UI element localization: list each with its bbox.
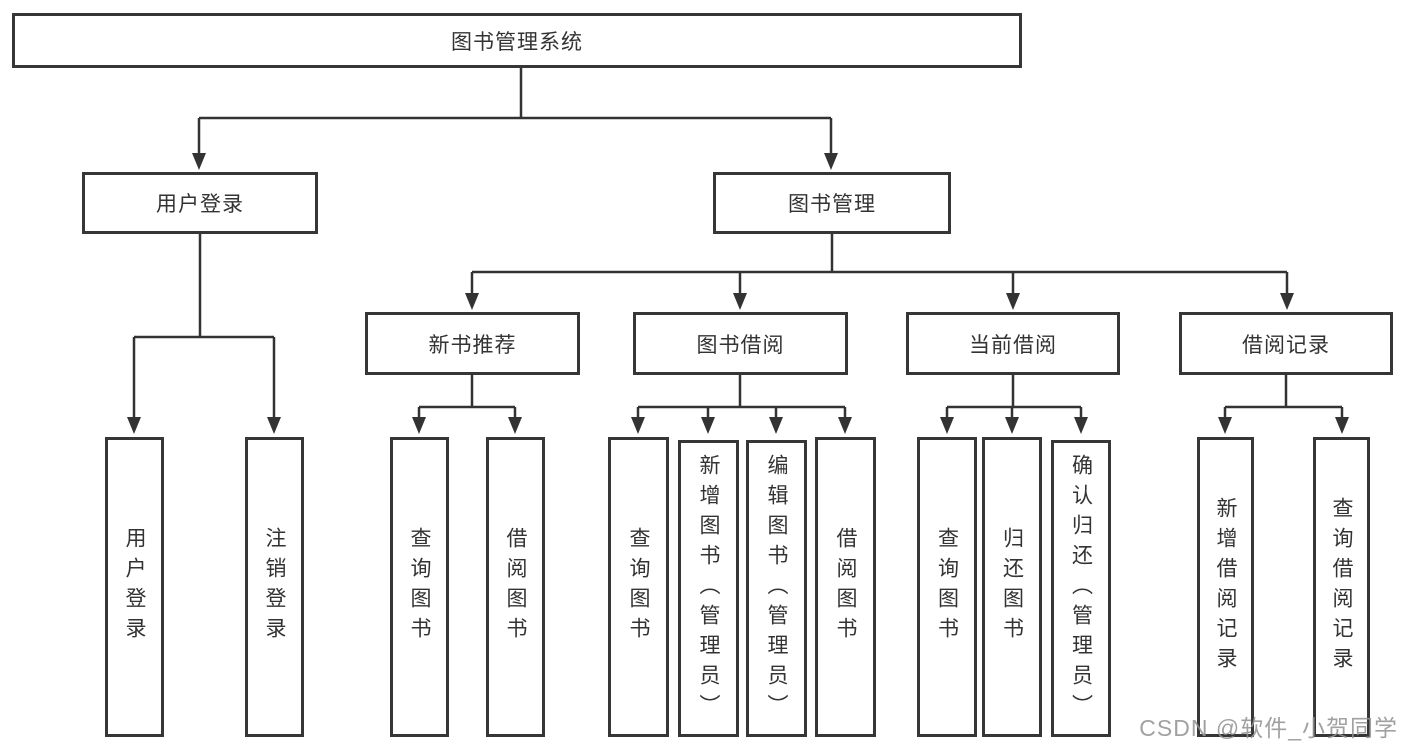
- node-query-books-current: 查询图书: [917, 437, 977, 737]
- node-query-books-borrow: 查询图书: [608, 437, 669, 737]
- node-add-borrow-record: 新增借阅记录: [1197, 437, 1254, 737]
- node-return-books: 归还图书: [982, 437, 1042, 737]
- node-logout-login: 注销登录: [245, 437, 304, 737]
- connector-book-borrow-branch: [631, 375, 852, 434]
- node-borrow-records: 借阅记录: [1179, 312, 1393, 375]
- node-new-book-recommend: 新书推荐: [365, 312, 580, 375]
- node-label: 编辑图书（管理员）: [765, 453, 788, 724]
- node-query-books-newrec: 查询图书: [390, 437, 449, 737]
- node-book-borrow: 图书借阅: [633, 312, 848, 375]
- connector-user-login-branch: [127, 234, 281, 434]
- connector-current-borrow-branch: [940, 375, 1088, 434]
- node-label: 查询图书: [408, 527, 431, 647]
- node-borrow-books-newrec: 借阅图书: [486, 437, 545, 737]
- node-label: 归还图书: [1000, 527, 1024, 647]
- node-edit-books-admin: 编辑图书（管理员）: [746, 440, 807, 737]
- node-add-books-admin: 新增图书（管理员）: [678, 440, 739, 737]
- node-label: 确认归还（管理员）: [1069, 453, 1093, 724]
- node-label: 查询借阅记录: [1330, 497, 1353, 677]
- node-label: 查询图书: [627, 527, 650, 647]
- node-label: 新增图书（管理员）: [697, 453, 720, 724]
- node-borrow-books-borrow: 借阅图书: [815, 437, 876, 737]
- connector-book-management-branch: [465, 234, 1294, 310]
- node-query-borrow-record: 查询借阅记录: [1313, 437, 1370, 737]
- node-confirm-return-admin: 确认归还（管理员）: [1051, 440, 1111, 737]
- node-label: 用户登录: [123, 527, 146, 647]
- node-book-management: 图书管理: [713, 172, 951, 234]
- node-user-login-group: 用户登录: [82, 172, 318, 234]
- node-label: 注销登录: [263, 527, 286, 647]
- node-label: 借阅图书: [504, 527, 527, 647]
- node-label: 查询图书: [935, 527, 959, 647]
- node-current-borrow: 当前借阅: [906, 312, 1120, 375]
- node-root-system: 图书管理系统: [12, 13, 1022, 68]
- csdn-watermark: CSDN @软件_小贺同学: [1139, 715, 1398, 741]
- node-label: 新增借阅记录: [1214, 497, 1237, 677]
- node-label: 借阅图书: [834, 527, 857, 647]
- connector-root-to-level2: [192, 68, 838, 170]
- connector-borrow-records-branch: [1218, 375, 1349, 434]
- connector-new-book-branch: [412, 375, 522, 434]
- node-user-login: 用户登录: [105, 437, 164, 737]
